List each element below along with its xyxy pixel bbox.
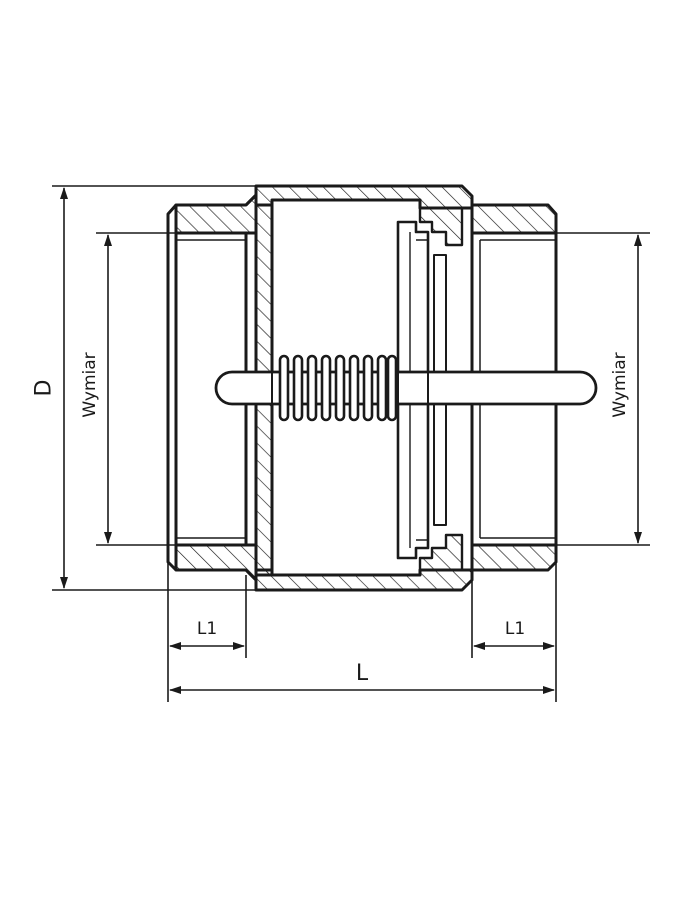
right-end-top-wall (470, 203, 558, 235)
label-l: L (356, 661, 369, 686)
housing-bottom-wall (254, 568, 474, 592)
label-size-left: Wymiar (80, 352, 100, 417)
right-end-bottom-wall (470, 543, 558, 572)
seat-ring-top (418, 206, 464, 247)
valve-disc (396, 220, 430, 560)
left-end-top-wall (174, 193, 258, 235)
label-size-right: Wymiar (610, 352, 630, 417)
label-d: D (32, 380, 57, 397)
label-l1-right: L1 (505, 619, 525, 639)
left-end-bottom-wall (174, 543, 258, 582)
housing-top-wall (254, 184, 474, 210)
left-end-outline (166, 204, 178, 572)
label-l1-left: L1 (197, 619, 217, 639)
seat-ring-bottom (418, 533, 464, 572)
dimensions (52, 185, 650, 702)
spring (278, 354, 398, 422)
